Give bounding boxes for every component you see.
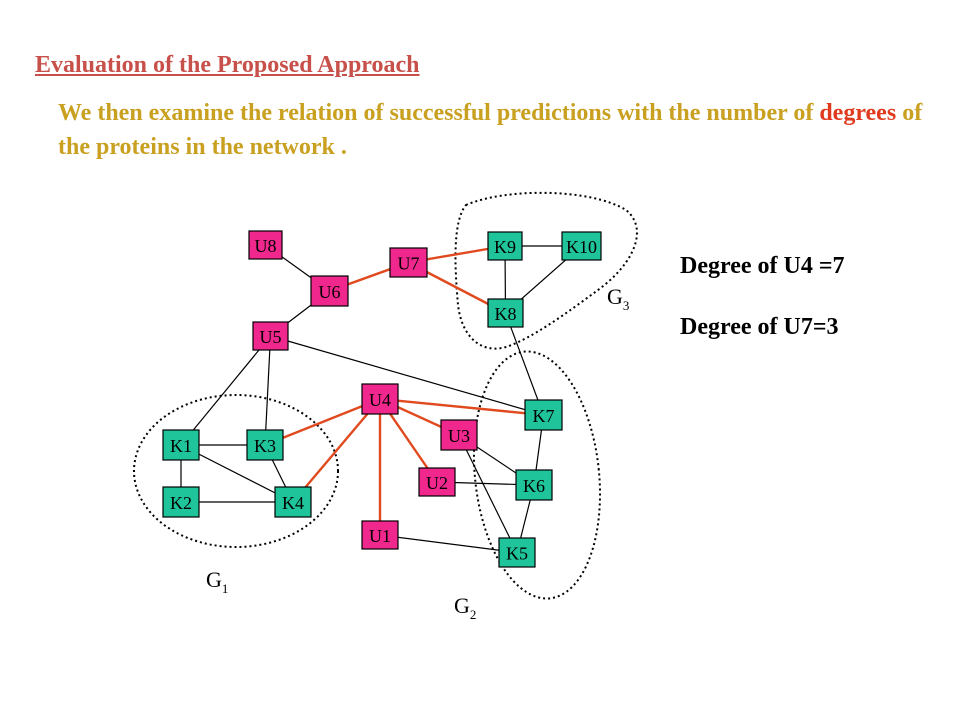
node-box <box>162 429 200 461</box>
edge-k1-k4 <box>180 444 294 503</box>
node-label: U7 <box>398 254 420 274</box>
node-box <box>440 419 478 451</box>
node-label: U2 <box>426 473 448 493</box>
node-label: U8 <box>255 236 277 256</box>
edge-u5-k3 <box>264 335 272 446</box>
edge-u5-k1 <box>180 335 271 446</box>
node-label: K8 <box>495 304 517 324</box>
node-u1: U1 <box>361 520 399 550</box>
node-label: U5 <box>260 327 282 347</box>
node-label: K10 <box>566 237 597 257</box>
node-label: K4 <box>282 493 304 513</box>
node-u8: U8 <box>248 230 283 260</box>
group-label-g2: G2 <box>454 593 476 622</box>
edge-u3-k5 <box>458 434 518 553</box>
node-box <box>498 537 536 568</box>
group-outline-g2 <box>472 350 602 600</box>
node-k10: K10 <box>561 231 602 261</box>
node-label: K7 <box>533 406 555 426</box>
node-k5: K5 <box>498 537 536 568</box>
group-label-g3: G3 <box>607 284 629 313</box>
intro-highlight-degrees: degrees <box>819 100 897 126</box>
node-k8: K8 <box>487 298 524 328</box>
degree-of-u4: Degree of U4 =7 <box>680 253 845 279</box>
node-box <box>418 467 456 497</box>
node-box <box>248 230 283 260</box>
group-label-g1: G1 <box>206 567 228 596</box>
node-k2: K2 <box>162 486 200 518</box>
node-label: U1 <box>369 526 391 546</box>
node-u2: U2 <box>418 467 456 497</box>
node-k3: K3 <box>246 429 284 461</box>
node-k9: K9 <box>487 231 523 261</box>
node-k7: K7 <box>524 399 563 431</box>
slide-title: Evaluation of the Proposed Approach <box>35 52 420 78</box>
node-label: U3 <box>448 426 470 446</box>
node-box <box>246 429 284 461</box>
edge-u4-k7 <box>379 397 544 417</box>
node-box <box>515 469 553 501</box>
node-label: U6 <box>319 282 341 302</box>
group-outline-g1 <box>133 394 339 548</box>
node-u6: U6 <box>310 275 349 307</box>
edge-u5-k7 <box>270 335 544 416</box>
node-box <box>274 486 312 518</box>
node-box <box>561 231 602 261</box>
degree-of-u7: Degree of U7=3 <box>680 314 839 340</box>
node-box <box>487 298 524 328</box>
group-outline-g3 <box>454 191 638 350</box>
node-box <box>361 520 399 550</box>
node-box <box>310 275 349 307</box>
node-label: K6 <box>523 476 545 496</box>
node-label: U4 <box>369 390 391 410</box>
node-u7: U7 <box>389 247 428 278</box>
intro-text-before: We then examine the relation of successf… <box>58 100 820 126</box>
node-box <box>361 383 399 415</box>
node-label: K2 <box>170 493 192 513</box>
node-label: K9 <box>494 237 516 257</box>
edge-u1-k5 <box>379 534 518 554</box>
node-box <box>524 399 563 431</box>
intro-text: We then examine the relation of successf… <box>58 96 938 164</box>
node-box <box>389 247 428 278</box>
node-u3: U3 <box>440 419 478 451</box>
node-label: K5 <box>506 544 528 564</box>
intro-text-after: of the proteins in the network . <box>58 100 923 160</box>
edge-k8-k7 <box>504 312 545 416</box>
node-box <box>252 321 289 351</box>
node-k4: K4 <box>274 486 312 518</box>
node-box <box>162 486 200 518</box>
group-outlines <box>133 191 638 600</box>
edge-u4-k4 <box>292 398 381 503</box>
node-u5: U5 <box>252 321 289 351</box>
edge-u4-k3 <box>264 397 381 447</box>
node-box <box>487 231 523 261</box>
node-label: K3 <box>254 436 276 456</box>
node-k1: K1 <box>162 429 200 461</box>
node-k6: K6 <box>515 469 553 501</box>
group-labels: G1 G2 G3 <box>206 284 629 622</box>
node-label: K1 <box>170 436 192 456</box>
node-u4: U4 <box>361 383 399 415</box>
